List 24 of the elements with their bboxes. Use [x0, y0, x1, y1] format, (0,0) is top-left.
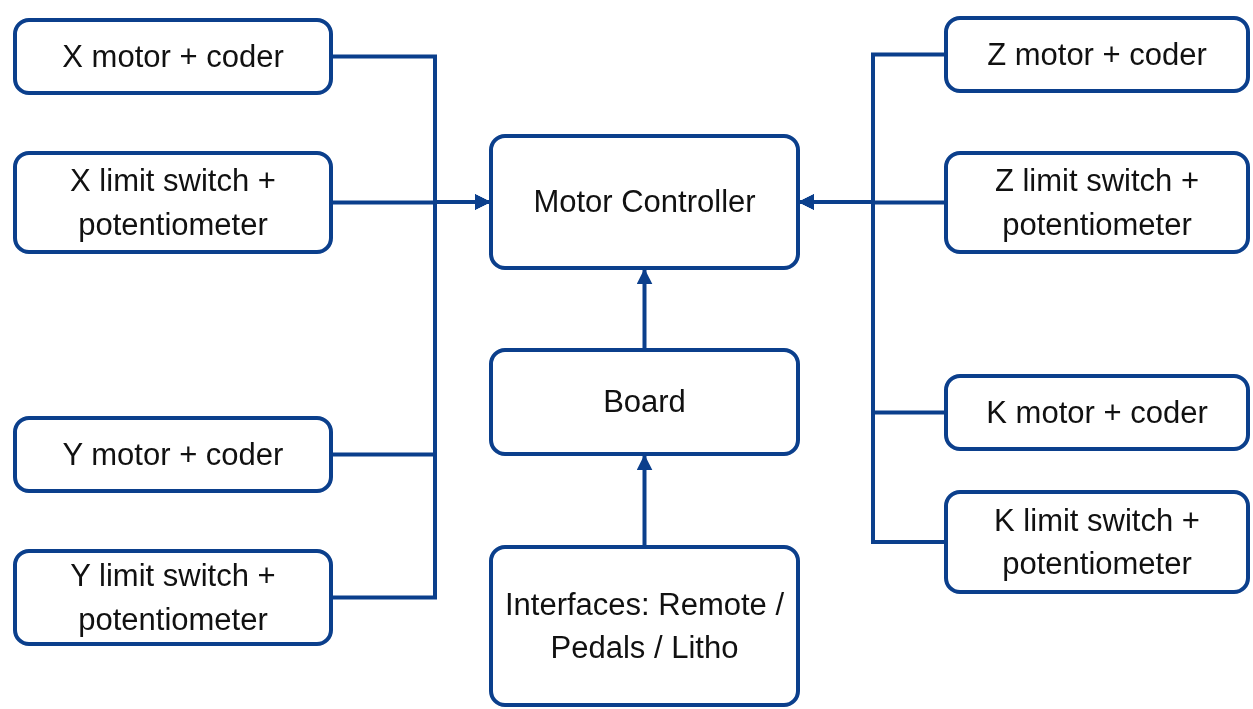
- process-box: [13, 416, 333, 493]
- box-label: Y motor + coder: [61, 435, 285, 474]
- box-label: Motor Controller: [532, 183, 757, 222]
- process-box: [944, 151, 1250, 254]
- box-label: Y limit switch + potentiometer: [69, 557, 277, 639]
- process-box: [944, 16, 1250, 93]
- process-box: [13, 151, 333, 254]
- process-box: [944, 490, 1250, 594]
- arrow: [636, 268, 653, 348]
- process-box: [944, 374, 1250, 451]
- process-box: [13, 549, 333, 646]
- box-label: K limit switch + potentiometer: [993, 501, 1201, 583]
- process-box: [489, 348, 800, 456]
- box-label: X motor + coder: [61, 37, 285, 76]
- process-box: [489, 134, 800, 270]
- arrow: [636, 454, 653, 545]
- process-box: [489, 545, 800, 707]
- box-label: Z limit switch + potentiometer: [993, 162, 1201, 244]
- box-label: X limit switch + potentiometer: [69, 162, 277, 244]
- box-label: Board: [602, 383, 687, 422]
- box-label: Z motor + coder: [986, 35, 1208, 74]
- box-label: K motor + coder: [985, 393, 1209, 432]
- process-box: [13, 18, 333, 95]
- box-label: Interfaces: Remote / Pedals / Litho: [503, 585, 786, 667]
